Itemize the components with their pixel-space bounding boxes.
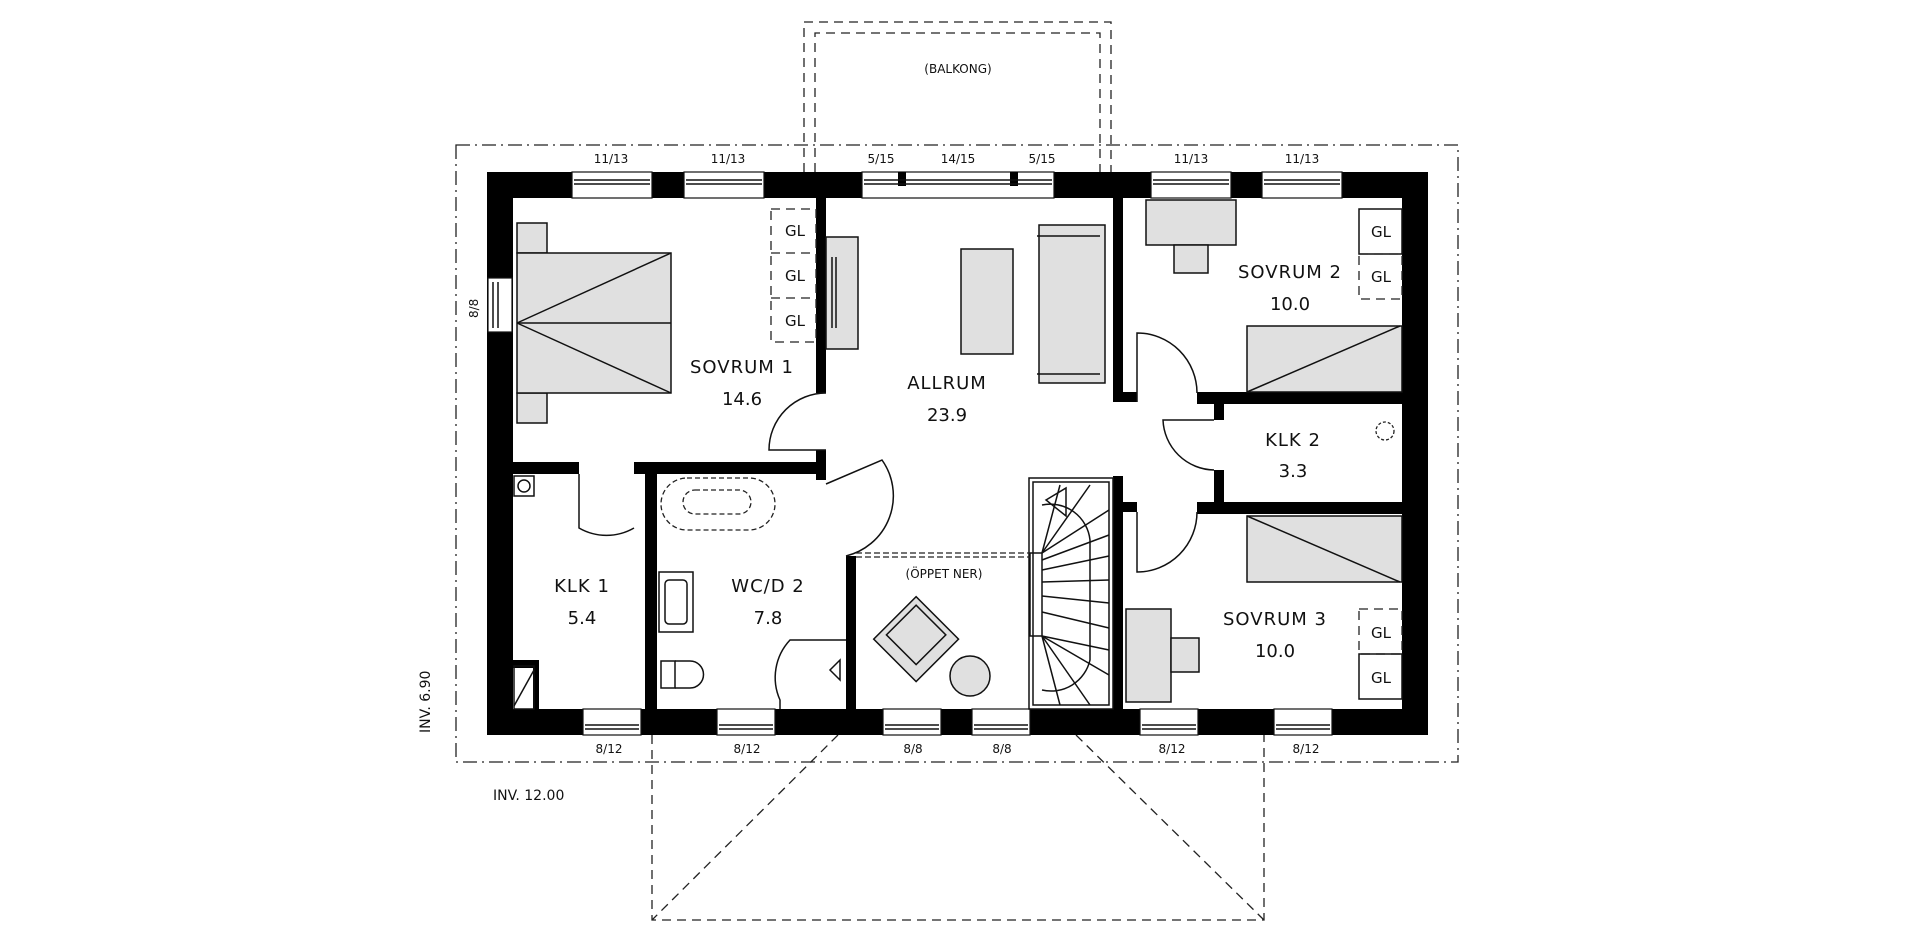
- top-windows: [571, 171, 1343, 199]
- left-window-label: 8/8: [467, 299, 481, 318]
- room-name-allrum: ALLRUM: [907, 373, 987, 394]
- svg-text:GL: GL: [785, 267, 806, 285]
- roof-outline: [455, 144, 1459, 763]
- balcony-outline: [803, 21, 1112, 172]
- room-name-sovrum1: SOVRUM 1: [690, 357, 794, 378]
- room-name-sovrum2: SOVRUM 2: [1238, 262, 1342, 283]
- sovrum2-furniture: GL GL: [1145, 199, 1403, 393]
- room-name-wcd2: WC/D 2: [731, 576, 804, 597]
- room-area-klk2: 3.3: [1279, 461, 1308, 482]
- svg-text:GL: GL: [1371, 268, 1392, 286]
- carport-outline: [651, 734, 1265, 921]
- wc-fixtures: [658, 477, 841, 689]
- doors: [578, 332, 1215, 709]
- room-area-klk1: 5.4: [568, 608, 597, 629]
- balcony-label: (BALKONG): [924, 62, 991, 76]
- svg-text:GL: GL: [1371, 669, 1392, 687]
- sovrum1-bed: [516, 222, 672, 424]
- dimension-depth: INV. 6.90: [418, 671, 434, 733]
- svg-text:11/13: 11/13: [594, 152, 629, 166]
- interior-walls: [513, 198, 1402, 709]
- room-name-sovrum3: SOVRUM 3: [1223, 609, 1327, 630]
- open-below-furniture: [872, 595, 991, 697]
- svg-text:5/15: 5/15: [868, 152, 895, 166]
- sovrum3-furniture: GL GL: [1125, 515, 1403, 703]
- svg-text:GL: GL: [785, 312, 806, 330]
- svg-text:11/13: 11/13: [1174, 152, 1209, 166]
- room-area-sovrum2: 10.0: [1270, 294, 1310, 315]
- svg-text:GL: GL: [1371, 624, 1392, 642]
- svg-text:11/13: 11/13: [1285, 152, 1320, 166]
- sovrum1-wardrobes: GL GL GL: [770, 208, 817, 343]
- room-area-sovrum3: 10.0: [1255, 641, 1295, 662]
- staircase: [1028, 477, 1114, 710]
- left-window: [487, 277, 513, 333]
- svg-text:8/12: 8/12: [734, 742, 761, 756]
- svg-text:8/8: 8/8: [903, 742, 922, 756]
- bottom-window-labels: 8/12 8/12 8/8 8/8 8/12 8/12: [596, 742, 1320, 756]
- top-window-labels: 11/13 11/13 5/15 14/15 5/15 11/13 11/13: [594, 152, 1320, 166]
- dimension-width: INV. 12.00: [493, 788, 564, 804]
- svg-text:8/12: 8/12: [1159, 742, 1186, 756]
- open-below-label: (ÖPPET NER): [906, 565, 983, 581]
- svg-text:8/8: 8/8: [992, 742, 1011, 756]
- svg-text:8/12: 8/12: [596, 742, 623, 756]
- svg-text:5/15: 5/15: [1029, 152, 1056, 166]
- room-name-klk1: KLK 1: [554, 576, 610, 597]
- svg-text:8/12: 8/12: [1293, 742, 1320, 756]
- room-area-wcd2: 7.8: [754, 608, 783, 629]
- svg-text:14/15: 14/15: [941, 152, 976, 166]
- svg-text:GL: GL: [1371, 223, 1392, 241]
- svg-text:11/13: 11/13: [711, 152, 746, 166]
- room-area-sovrum1: 14.6: [722, 389, 762, 410]
- room-area-allrum: 23.9: [927, 405, 967, 426]
- klk2-fixture-icon: [1375, 421, 1395, 441]
- svg-text:GL: GL: [785, 222, 806, 240]
- room-name-klk2: KLK 2: [1265, 430, 1321, 451]
- allrum-furniture: [825, 224, 1106, 384]
- klk1-fixtures: [513, 475, 535, 710]
- bottom-windows: [582, 708, 1333, 736]
